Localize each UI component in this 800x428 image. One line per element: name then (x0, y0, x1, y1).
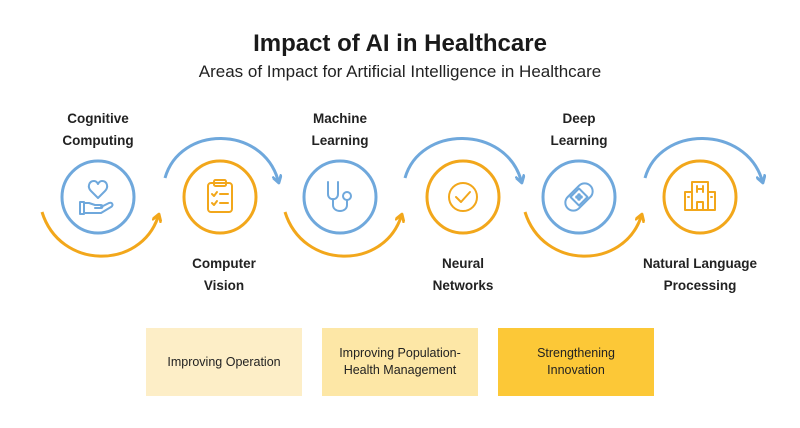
arc-bottom-2 (283, 211, 401, 258)
stage-circle-4 (425, 159, 501, 235)
impact-box-line1: Strengthening (537, 346, 615, 360)
stage-label-line2: Processing (663, 278, 737, 293)
stethoscope-icon (327, 181, 352, 212)
stage-label-neural-networks: Neural Networks (388, 253, 538, 297)
stage-label-line1: Computer (192, 256, 256, 271)
stage-circle-5 (541, 159, 617, 235)
impact-box-line1: Improving Operation (167, 354, 281, 369)
impact-box-line2: Innovation (547, 363, 605, 377)
bandage-icon (564, 182, 594, 212)
arc-bottom-3 (523, 211, 641, 258)
page-title: Impact of AI in Healthcare (253, 30, 547, 57)
stage-label-line2: Networks (432, 278, 494, 293)
stage-label-natural-language-processing: Natural Language Processing (625, 253, 775, 297)
impact-box-strengthening-innovation: Strengthening Innovation (498, 328, 654, 396)
stage-label-line1: Cognitive (67, 111, 129, 126)
stage-label-line1: Natural Language (642, 256, 758, 271)
stage-label-line2: Vision (203, 278, 245, 293)
page-subtitle: Areas of Impact for Artificial Intellige… (198, 62, 602, 81)
stage-label-line1: Neural (441, 256, 485, 271)
clipboard-icon (207, 179, 233, 213)
impact-box-line2: Health Management (343, 363, 457, 377)
arc-top-2 (403, 137, 521, 180)
circle-group (60, 159, 738, 235)
heart-hand-icon (79, 180, 114, 215)
stage-circle-3 (302, 159, 378, 235)
check-circle-icon (448, 182, 478, 212)
stage-label-deep-learning: Deep Learning (504, 108, 654, 152)
arc-top-3 (643, 137, 762, 180)
arc-bottom-1 (40, 211, 158, 258)
hospital-icon (684, 181, 716, 211)
stage-label-line2: Computing (62, 133, 134, 148)
stage-label-computer-vision: Computer Vision (149, 253, 299, 297)
impact-box-line1: Improving Population- (339, 346, 461, 360)
impact-box-population-health: Improving Population- Health Management (322, 328, 478, 396)
stage-circle-2 (182, 159, 258, 235)
arc-top-1 (163, 137, 278, 180)
impact-box-improving-operation: Improving Operation (146, 328, 302, 396)
stage-label-line2: Learning (550, 133, 608, 148)
stage-label-line1: Machine (312, 111, 367, 126)
stage-circle-6 (662, 159, 738, 235)
stage-label-line2: Learning (311, 133, 369, 148)
arc-group (40, 137, 762, 258)
stage-label-line1: Deep (562, 111, 596, 126)
stage-label-cognitive-computing: Cognitive Computing (23, 108, 173, 152)
stage-label-machine-learning: Machine Learning (265, 108, 415, 152)
